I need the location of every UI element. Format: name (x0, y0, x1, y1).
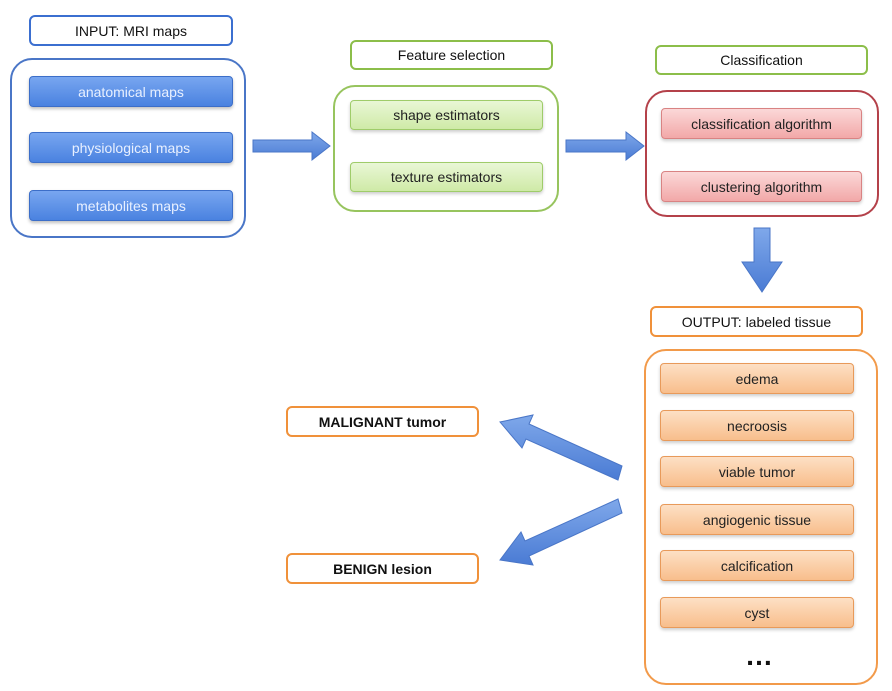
output-item-calcification: calcification (660, 550, 854, 581)
arrow-features-to-classification (565, 130, 645, 162)
output-item-viable-tumor: viable tumor (660, 456, 854, 487)
output-item-necroosis: necroosis (660, 410, 854, 441)
output-ellipsis: … (745, 640, 775, 671)
input-item-physiological-maps: physiological maps (29, 132, 233, 163)
classification-title: Classification (655, 45, 868, 75)
malignant-tumor-box: MALIGNANT tumor (286, 406, 479, 437)
arrow-output-to-malignant (499, 414, 623, 481)
classification-item-classification-algorithm: classification algorithm (661, 108, 862, 139)
output-item-angiogenic-tissue: angiogenic tissue (660, 504, 854, 535)
arrow-input-to-features (252, 130, 331, 162)
output-item-edema: edema (660, 363, 854, 394)
output-title: OUTPUT: labeled tissue (650, 306, 863, 337)
input-title: INPUT: MRI maps (29, 15, 233, 46)
feature-item-shape-estimators: shape estimators (350, 100, 543, 130)
feature-selection-title: Feature selection (350, 40, 553, 70)
arrow-classification-to-output (741, 227, 783, 293)
output-item-cyst: cyst (660, 597, 854, 628)
arrow-output-to-benign (499, 498, 623, 566)
input-item-anatomical-maps: anatomical maps (29, 76, 233, 107)
benign-lesion-box: BENIGN lesion (286, 553, 479, 584)
input-item-metabolites-maps: metabolites maps (29, 190, 233, 221)
feature-item-texture-estimators: texture estimators (350, 162, 543, 192)
classification-item-clustering-algorithm: clustering algorithm (661, 171, 862, 202)
